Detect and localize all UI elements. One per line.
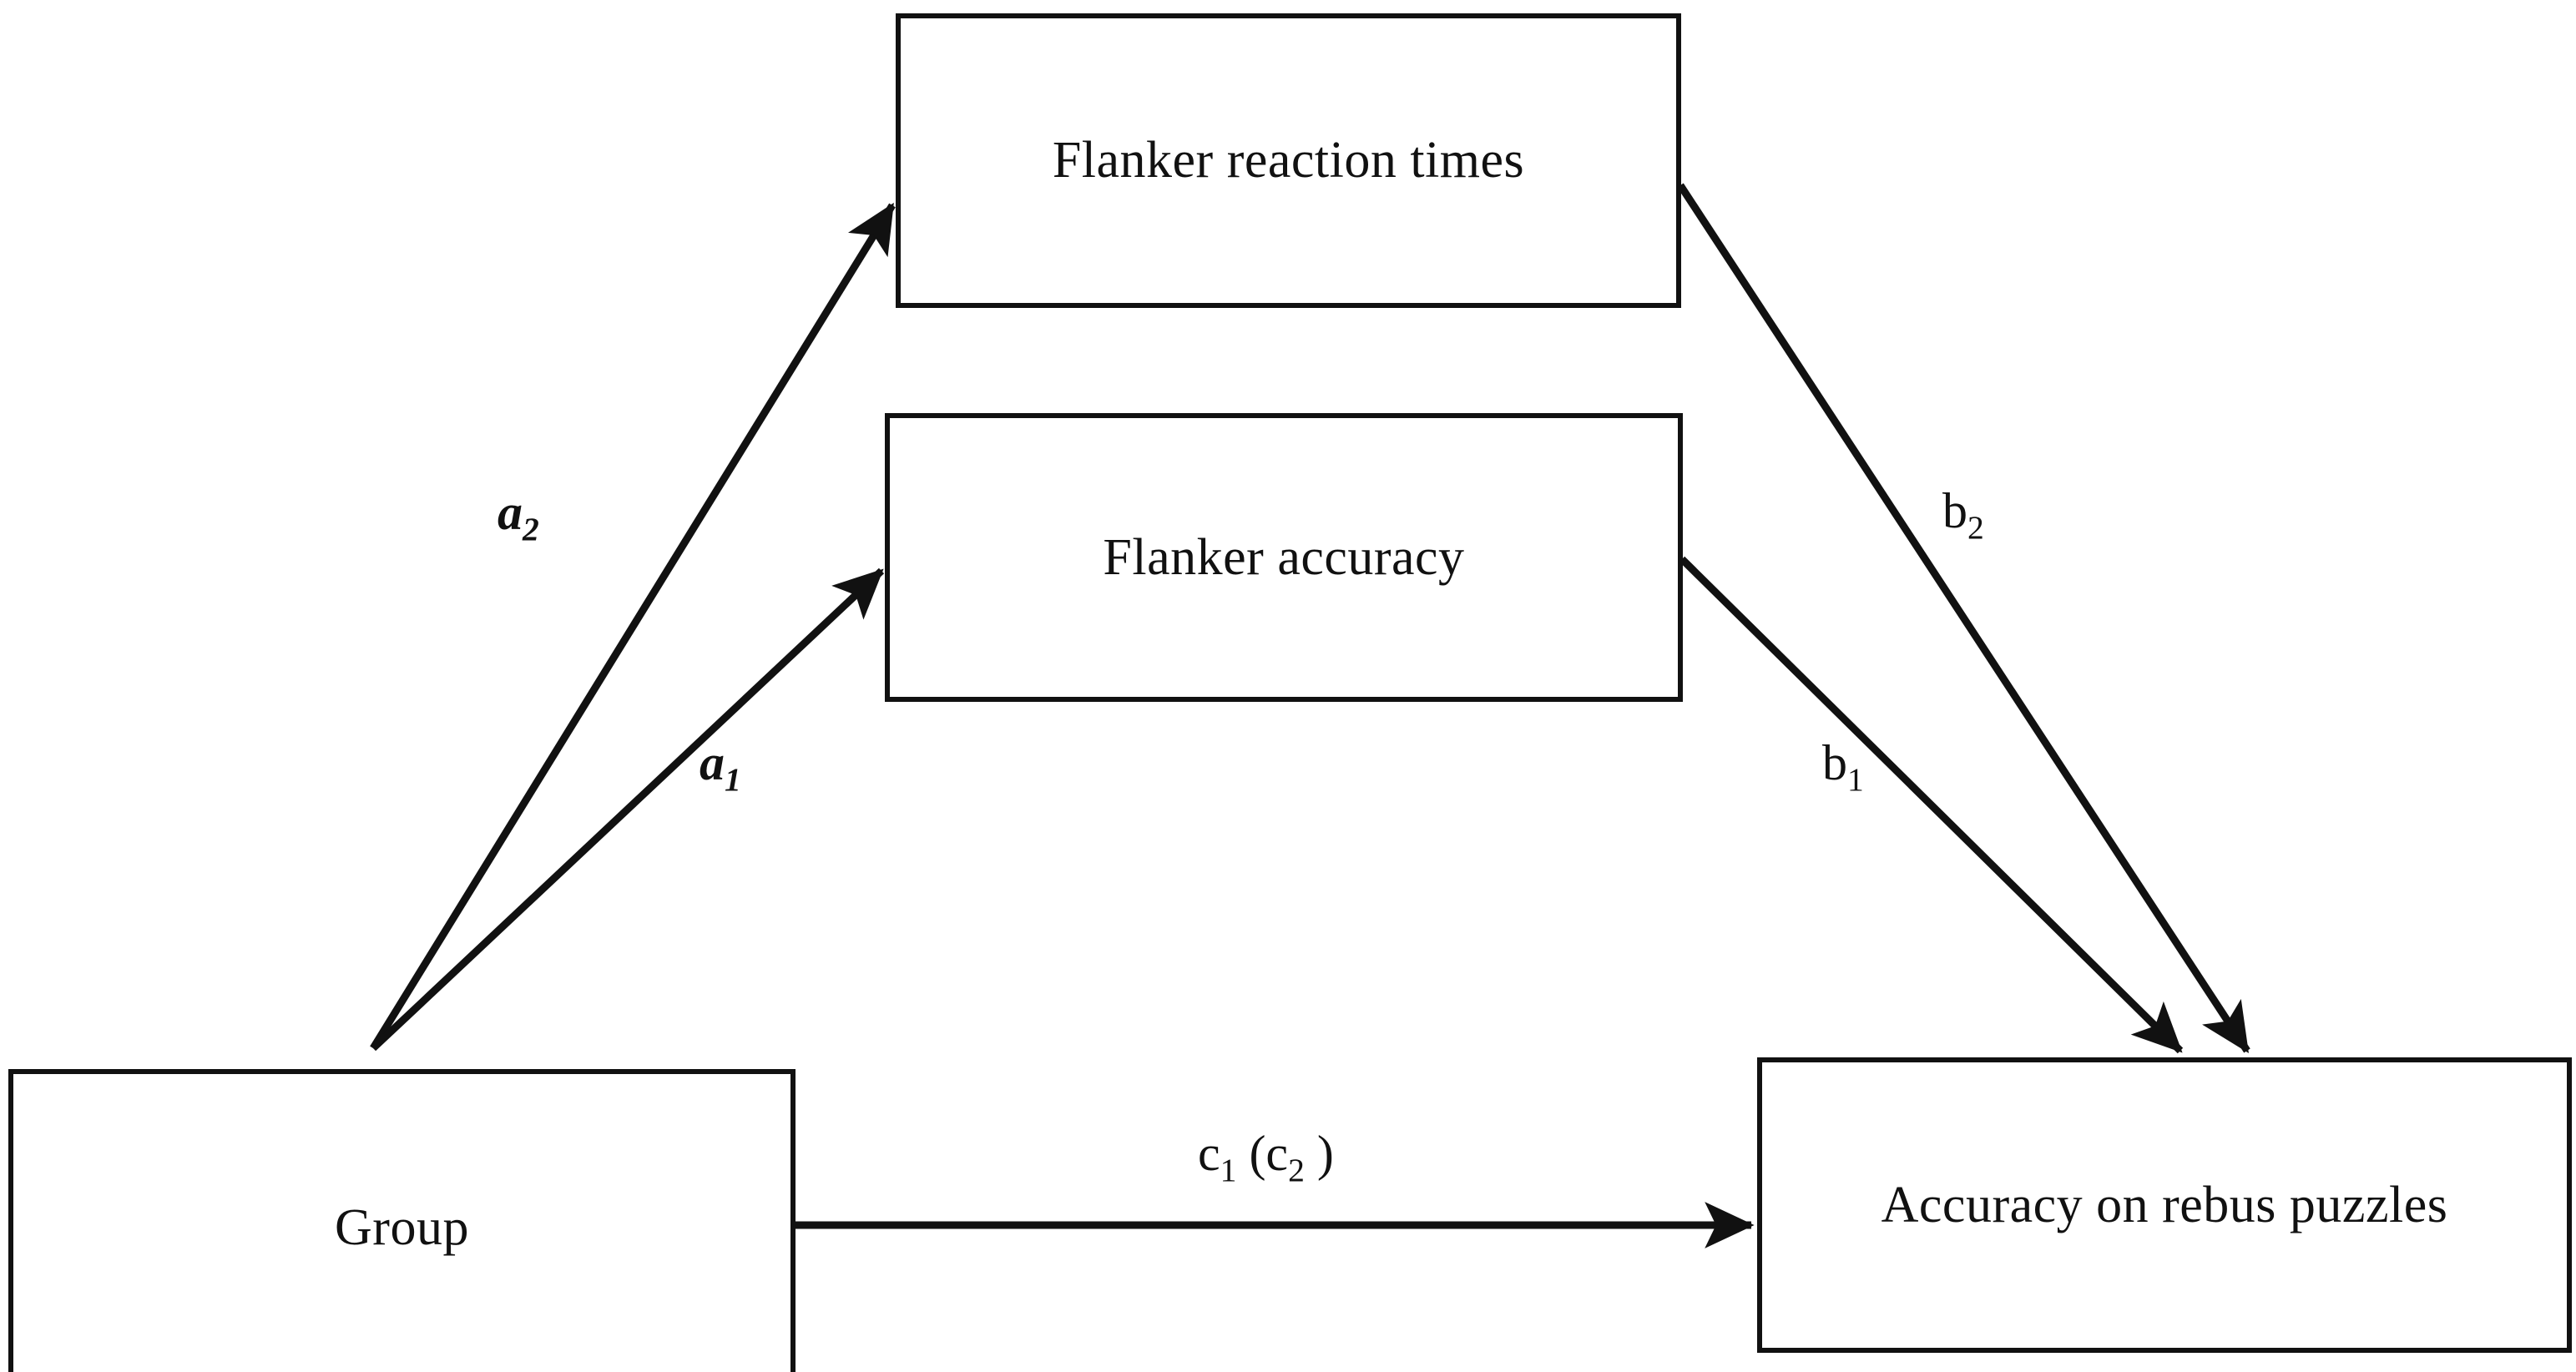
- node-accuracy-rebus-puzzles: Accuracy on rebus puzzles: [1757, 1057, 2572, 1353]
- path-label-c-base: c: [1198, 1126, 1220, 1181]
- path-label-c-paren-close: ): [1304, 1126, 1334, 1181]
- path-label-b2-subscript: 2: [1967, 509, 1984, 546]
- path-label-c-subscript: 1: [1220, 1152, 1237, 1188]
- path-arrow-b2: [1677, 183, 2250, 1054]
- node-flanker-reaction-times: Flanker reaction times: [896, 13, 1681, 308]
- path-label-c-paren-open: (c: [1236, 1126, 1289, 1181]
- path-label-b1-base: b: [1822, 735, 1847, 790]
- path-label-b2: b2: [1942, 482, 1984, 544]
- node-label-group: Group: [335, 1198, 469, 1256]
- path-label-a1-subscript: 1: [725, 761, 741, 798]
- node-label-accuracy-rebus-puzzles: Accuracy on rebus puzzles: [1881, 1176, 2448, 1233]
- path-label-a2: a2: [498, 484, 539, 546]
- path-label-a1: a1: [700, 734, 741, 796]
- node-label-flanker-accuracy: Flanker accuracy: [1103, 528, 1465, 586]
- path-label-b2-base: b: [1942, 483, 1967, 538]
- path-arrow-b1: [1679, 556, 2184, 1054]
- path-label-c: c1 (c2 ): [1198, 1125, 1334, 1187]
- node-label-flanker-reaction-times: Flanker reaction times: [1052, 132, 1525, 189]
- path-label-a2-base: a: [498, 485, 523, 540]
- node-flanker-accuracy: Flanker accuracy: [885, 413, 1683, 702]
- path-label-b1-subscript: 1: [1847, 761, 1864, 798]
- path-label-b1: b1: [1822, 734, 1864, 796]
- path-label-a1-base: a: [700, 735, 725, 790]
- node-group: Group: [8, 1069, 796, 1372]
- path-arrow-a1: [370, 567, 885, 1052]
- path-label-a2-subscript: 2: [523, 511, 539, 547]
- path-label-c-paren-subscript: 2: [1288, 1152, 1305, 1188]
- path-arrow-a2: [370, 202, 896, 1051]
